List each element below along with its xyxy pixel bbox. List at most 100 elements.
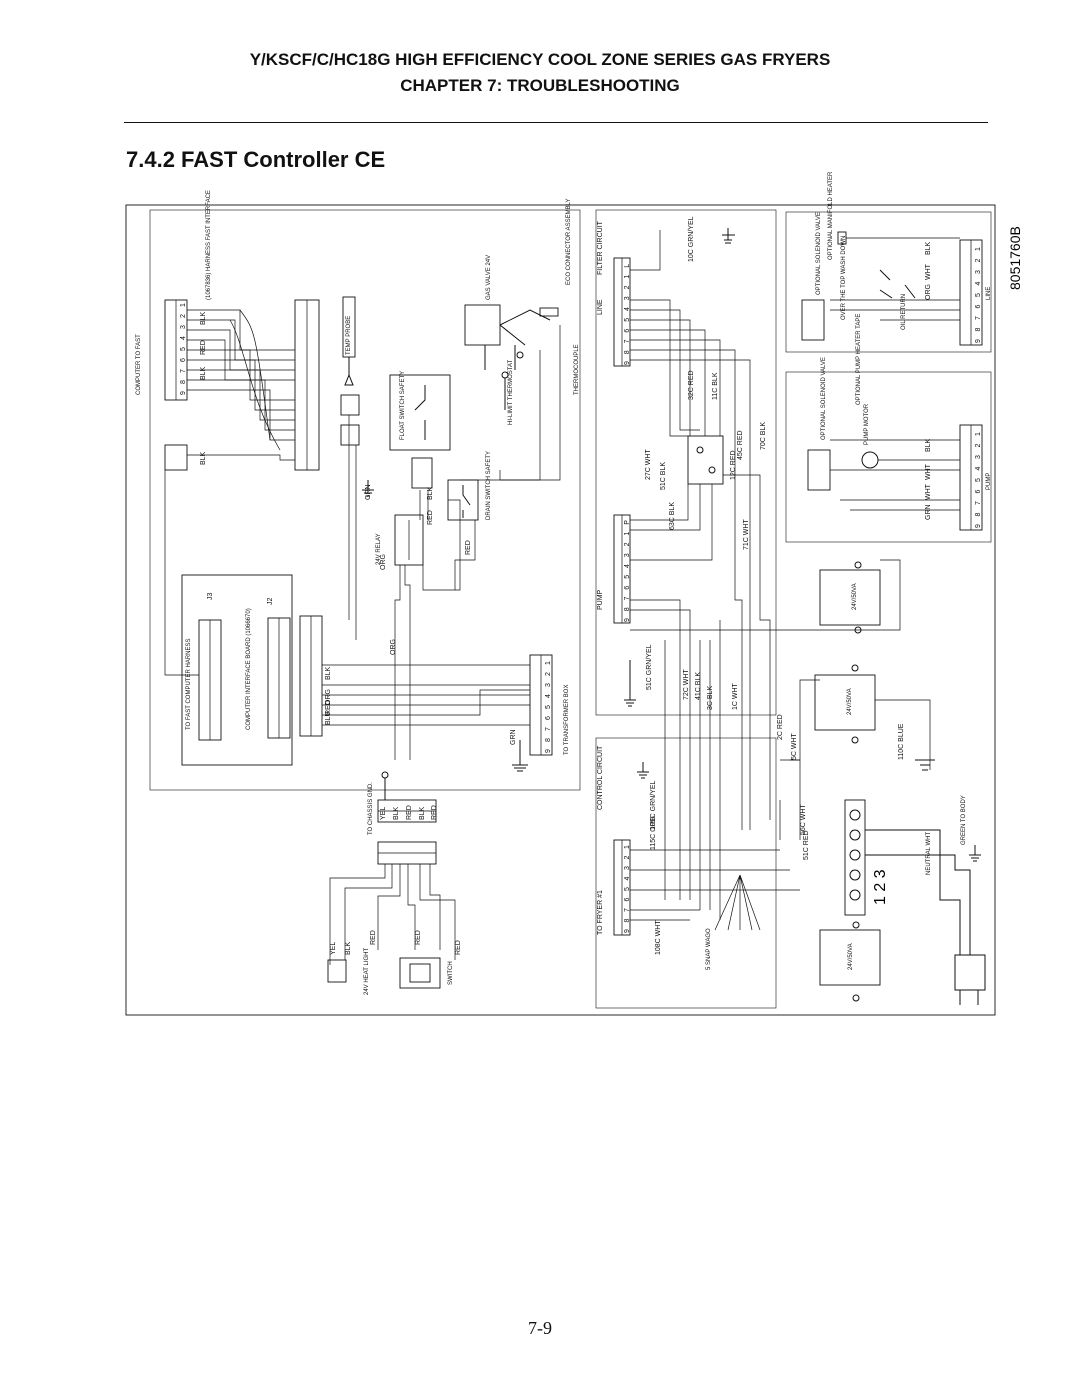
label-gas-valve: GAS VALVE 24V bbox=[486, 255, 492, 300]
pin-number: 5 bbox=[545, 705, 552, 709]
pin-number: 2 bbox=[545, 672, 552, 676]
pin-number: 8 bbox=[624, 607, 631, 611]
wire-label: RED bbox=[465, 540, 472, 555]
header-rule bbox=[124, 122, 988, 123]
left-region bbox=[149, 209, 581, 791]
filter-relay bbox=[687, 435, 724, 485]
label-relay: 24V RELAY bbox=[376, 533, 382, 565]
pin-number: 1 bbox=[624, 275, 631, 279]
wire-label: RED bbox=[406, 805, 413, 820]
wire-label: RED bbox=[370, 930, 377, 945]
pin-number: 3 bbox=[975, 455, 982, 459]
label-neutral: NEUTRAL WHT bbox=[926, 832, 932, 875]
wire-label: ORG bbox=[380, 554, 387, 570]
label-computer-to-fast: COMPUTER TO FAST bbox=[136, 334, 142, 395]
pin-number: 1 bbox=[975, 432, 982, 436]
pin-number: 2 bbox=[624, 542, 631, 546]
label-transformer-rating-3: 24V/50VA bbox=[848, 943, 854, 970]
pin-number: 9 bbox=[624, 618, 631, 622]
label-green-to-body: GREEN TO BODY bbox=[961, 795, 967, 845]
pin-number: 3 bbox=[624, 296, 631, 300]
pin-number: 8 bbox=[624, 350, 631, 354]
wire-label: RED bbox=[415, 930, 422, 945]
wire-label: YEL bbox=[380, 807, 387, 820]
pin-number: 6 bbox=[545, 716, 552, 720]
wire-number: 72C WHT bbox=[683, 669, 690, 700]
transformer-2 bbox=[814, 664, 876, 744]
pin-number: 3 bbox=[545, 683, 552, 687]
pin-number: 7 bbox=[624, 908, 631, 912]
ground-symbol-transformer bbox=[512, 740, 528, 772]
terminal-block bbox=[844, 799, 866, 916]
label-filter-circuit: FILTER CIRCUIT bbox=[597, 220, 604, 275]
label-pump-motor: PUMP MOTOR bbox=[864, 403, 870, 445]
label-right-pump: PUMP bbox=[986, 473, 992, 490]
wire-label: WHT bbox=[925, 483, 932, 500]
label-optional-solenoid-top: OPTIONAL SOLENOID VALVE bbox=[816, 212, 822, 295]
ground-symbols-middle bbox=[624, 228, 735, 779]
pump-region bbox=[785, 371, 992, 543]
pin-number: 7 bbox=[180, 369, 187, 373]
wire-label: ORG bbox=[325, 689, 332, 705]
pin-number: 2 bbox=[624, 856, 631, 860]
wire-label: WHT bbox=[925, 263, 932, 280]
wire-number: 3C BLK bbox=[707, 686, 714, 710]
wire-label: ORG bbox=[390, 639, 397, 655]
relay-wires bbox=[348, 325, 561, 760]
label-chassis-gnd: TO CHASSIS GND. bbox=[368, 782, 374, 835]
label-j3: J3 bbox=[207, 593, 214, 601]
wire-number: 1C WHT bbox=[732, 682, 739, 710]
wire-number: 70C BLK bbox=[760, 422, 767, 450]
transformer-3 bbox=[819, 921, 881, 1002]
pin-number: 4 bbox=[545, 694, 552, 698]
label-optional-pump-heater: OPTIONAL PUMP HEATER TAPE bbox=[856, 314, 862, 405]
pin-number: 6 bbox=[624, 329, 631, 333]
label-to-transformer-box: TO TRANSFORMER BOX bbox=[564, 685, 570, 755]
heat-light bbox=[327, 959, 347, 983]
pin-number: 9 bbox=[975, 339, 982, 343]
wire-label: BLK bbox=[200, 451, 207, 465]
pin-number: 8 bbox=[975, 328, 982, 332]
harness-to-j3-wire bbox=[164, 470, 199, 676]
page-number: 7-9 bbox=[528, 1318, 552, 1338]
relay-24v bbox=[394, 514, 424, 566]
wire-number: 56C WHT bbox=[800, 804, 807, 835]
label-transformer-rating-1: 24V/50VA bbox=[852, 583, 858, 610]
control-circuit-region bbox=[595, 737, 777, 1009]
pin-number: 8 bbox=[975, 513, 982, 517]
wire-number: 10C GRN/YEL bbox=[688, 216, 695, 262]
wire-label: BLK bbox=[427, 486, 434, 500]
label-to-fast-harness: TO FAST COMPUTER HARNESS bbox=[186, 639, 192, 730]
harness-15pin-connector bbox=[294, 299, 320, 471]
pin-number: 4 bbox=[624, 564, 631, 568]
label-optional-solenoid-pump: OPTIONAL SOLENOID VALVE bbox=[821, 357, 827, 440]
wire-label: BLK bbox=[200, 366, 207, 380]
power-cord-plug bbox=[865, 829, 986, 1005]
pin-number: 6 bbox=[624, 898, 631, 902]
wire-label: RED bbox=[427, 510, 434, 525]
pin-number: 6 bbox=[624, 586, 631, 590]
chassis-ground bbox=[381, 771, 389, 800]
pin-number: 9 bbox=[180, 391, 187, 395]
label-hi-limit: HI-LIMIT THERMOSTAT bbox=[508, 359, 514, 425]
label-temp-probe: TEMP PROBE bbox=[346, 316, 352, 355]
pin-number: 2 bbox=[975, 259, 982, 263]
temp-probe bbox=[340, 296, 360, 446]
schematic-frame bbox=[125, 204, 996, 1016]
pin-number: 1 bbox=[624, 845, 631, 849]
wire-label: RED bbox=[200, 340, 207, 355]
computer-interface-board bbox=[181, 574, 323, 766]
transformer-1 bbox=[819, 561, 881, 634]
label-oil-return: OIL RETURN bbox=[901, 294, 907, 330]
section-title: 7.4.2 FAST Controller CE bbox=[126, 147, 386, 172]
wire-label: YEL bbox=[330, 942, 337, 955]
wire-number: 63C BLK bbox=[669, 502, 676, 530]
terminal-block-label: 1 2 3 bbox=[872, 869, 889, 905]
label-optional-manifold-heater: OPTIONAL MANIFOLD HEATER bbox=[828, 171, 834, 260]
label-harness-fast-interface: (1067836) HARNESS FAST INTERFACE bbox=[206, 190, 212, 300]
pin-number: 3 bbox=[624, 866, 631, 870]
pin-number: 2 bbox=[624, 285, 631, 289]
optional-heater-region bbox=[785, 211, 992, 353]
wire-label: BLU bbox=[325, 711, 332, 725]
